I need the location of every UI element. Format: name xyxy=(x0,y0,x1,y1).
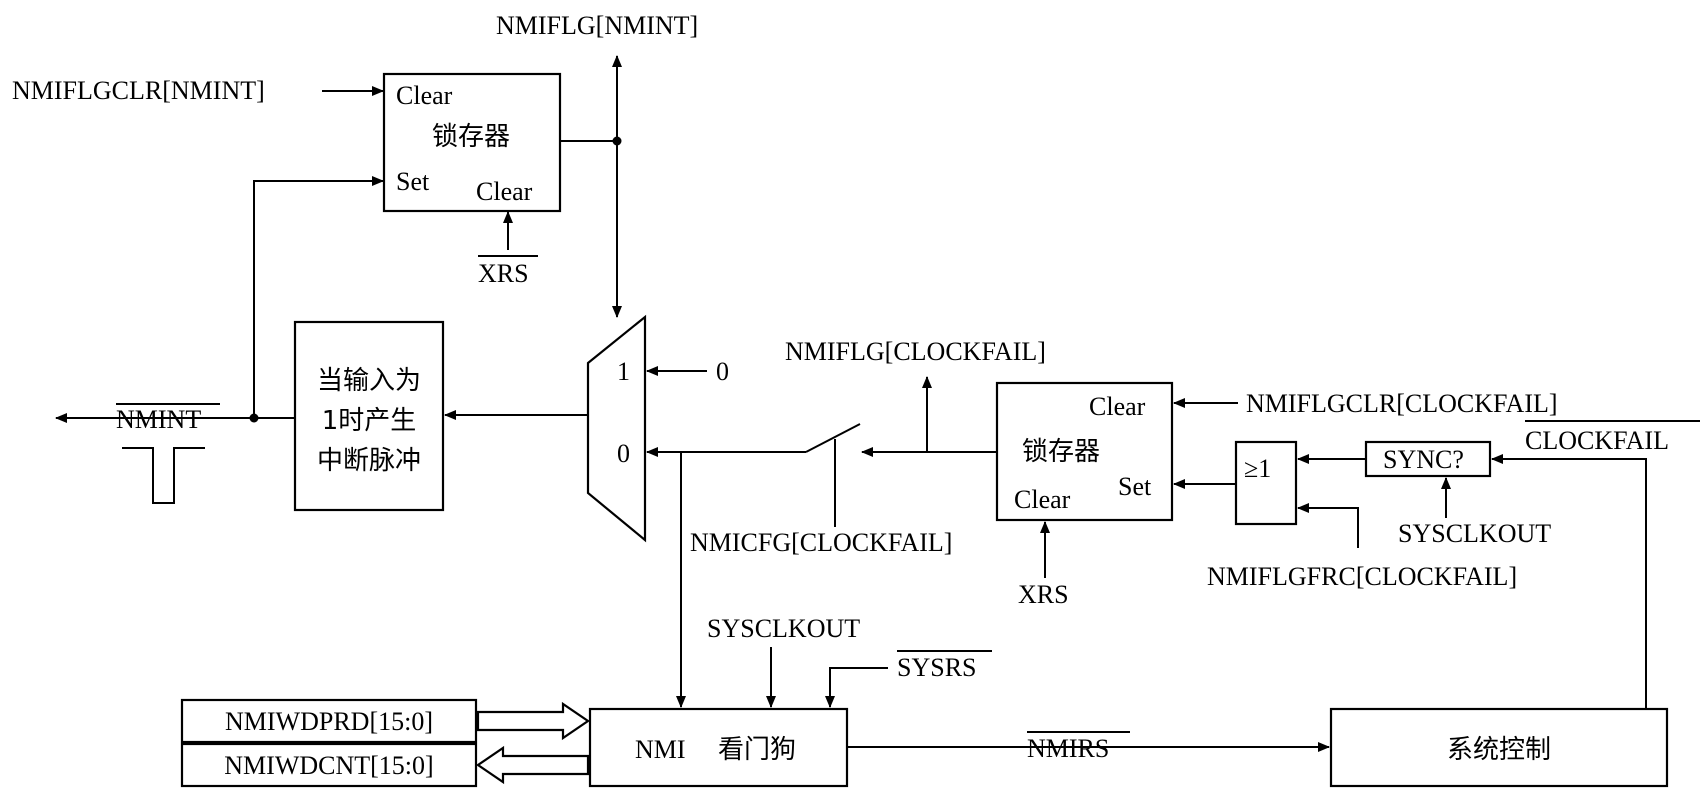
nmint-pulse-waveform xyxy=(122,447,205,504)
watchdog-clock-signal: SYSCLKOUT xyxy=(707,614,860,643)
nmiwdprd-register: NMIWDPRD[15:0] xyxy=(225,707,433,736)
watchdog-cn-label: 看门狗 xyxy=(718,735,796,765)
sync-clock-signal: SYSCLKOUT xyxy=(1398,519,1551,548)
system-control-label: 系统控制 xyxy=(1447,735,1551,765)
watchdog-nmi-label: NMI xyxy=(635,735,686,764)
xrs-top-signal: XRS xyxy=(478,259,529,288)
watchdog-sysrs-signal: SYSRS xyxy=(897,653,977,682)
nmiwdcnt-box xyxy=(180,742,478,788)
xrs-clockfail-signal: XRS xyxy=(1018,580,1069,609)
clockfail-signal: CLOCKFAIL xyxy=(1525,426,1669,455)
watchdog-sysrs-wire xyxy=(825,667,888,708)
or-gate-box xyxy=(1234,440,1298,526)
latch-nmint-clear-reset-label: Clear xyxy=(476,177,533,206)
nmiflgclr-nmint-signal: NMIFLGCLR[NMINT] xyxy=(12,76,265,105)
nmiflgfrc-wire xyxy=(1297,503,1359,548)
mux-body xyxy=(586,314,647,543)
nmint-feedback-wire xyxy=(253,176,384,418)
latch-nmint-box xyxy=(382,72,562,213)
pulse-generator-line1: 当输入为 xyxy=(317,366,421,396)
nmiflg-nmint-signal: NMIFLG[NMINT] xyxy=(496,11,698,40)
nmiwdprd-box xyxy=(180,698,478,744)
or-gate-label: ≥1 xyxy=(1244,454,1271,483)
switch-blade xyxy=(805,423,861,453)
mux-input-1-label: 1 xyxy=(617,357,630,386)
latch-clockfail-title: 锁存器 xyxy=(1022,437,1100,467)
pulse-generator-line2: 1时产生 xyxy=(322,406,417,436)
nmiwdprd-bus-arrow xyxy=(476,701,590,741)
pulse-generator-line3: 中断脉冲 xyxy=(317,446,421,476)
sync-label: SYNC? xyxy=(1383,445,1464,474)
nmiflgclr-clockfail-signal: NMIFLGCLR[CLOCKFAIL] xyxy=(1246,389,1558,418)
latch-clockfail-clear-reset-label: Clear xyxy=(1014,485,1071,514)
watchdog-box xyxy=(588,707,849,788)
latch-clockfail-set-label: Set xyxy=(1118,472,1152,501)
nmicfg-clockfail-signal: NMICFG[CLOCKFAIL] xyxy=(690,528,952,557)
nmiwdcnt-bus-arrow xyxy=(476,745,590,785)
latch-nmint-set-label: Set xyxy=(396,167,430,196)
latch-nmint-clear-in-label: Clear xyxy=(396,81,453,110)
nmirs-signal: NMIRS xyxy=(1027,734,1109,763)
pulse-generator-box xyxy=(293,320,445,512)
latch-clockfail-clear-in-label: Clear xyxy=(1089,392,1146,421)
mux-const-input: 0 xyxy=(716,357,729,386)
system-control-feedback-wire xyxy=(1491,454,1647,708)
latch-nmint-title: 锁存器 xyxy=(432,122,510,152)
latch-clockfail-box xyxy=(995,381,1174,522)
nmiwdcnt-register: NMIWDCNT[15:0] xyxy=(224,751,433,780)
system-control-box xyxy=(1329,707,1669,788)
mux-input-0-label: 0 xyxy=(617,439,630,468)
nmiflg-clockfail-signal: NMIFLG[CLOCKFAIL] xyxy=(785,337,1046,366)
nmint-output-signal: NMINT xyxy=(116,405,201,434)
nmiflgfrc-clockfail-signal: NMIFLGFRC[CLOCKFAIL] xyxy=(1207,562,1517,591)
